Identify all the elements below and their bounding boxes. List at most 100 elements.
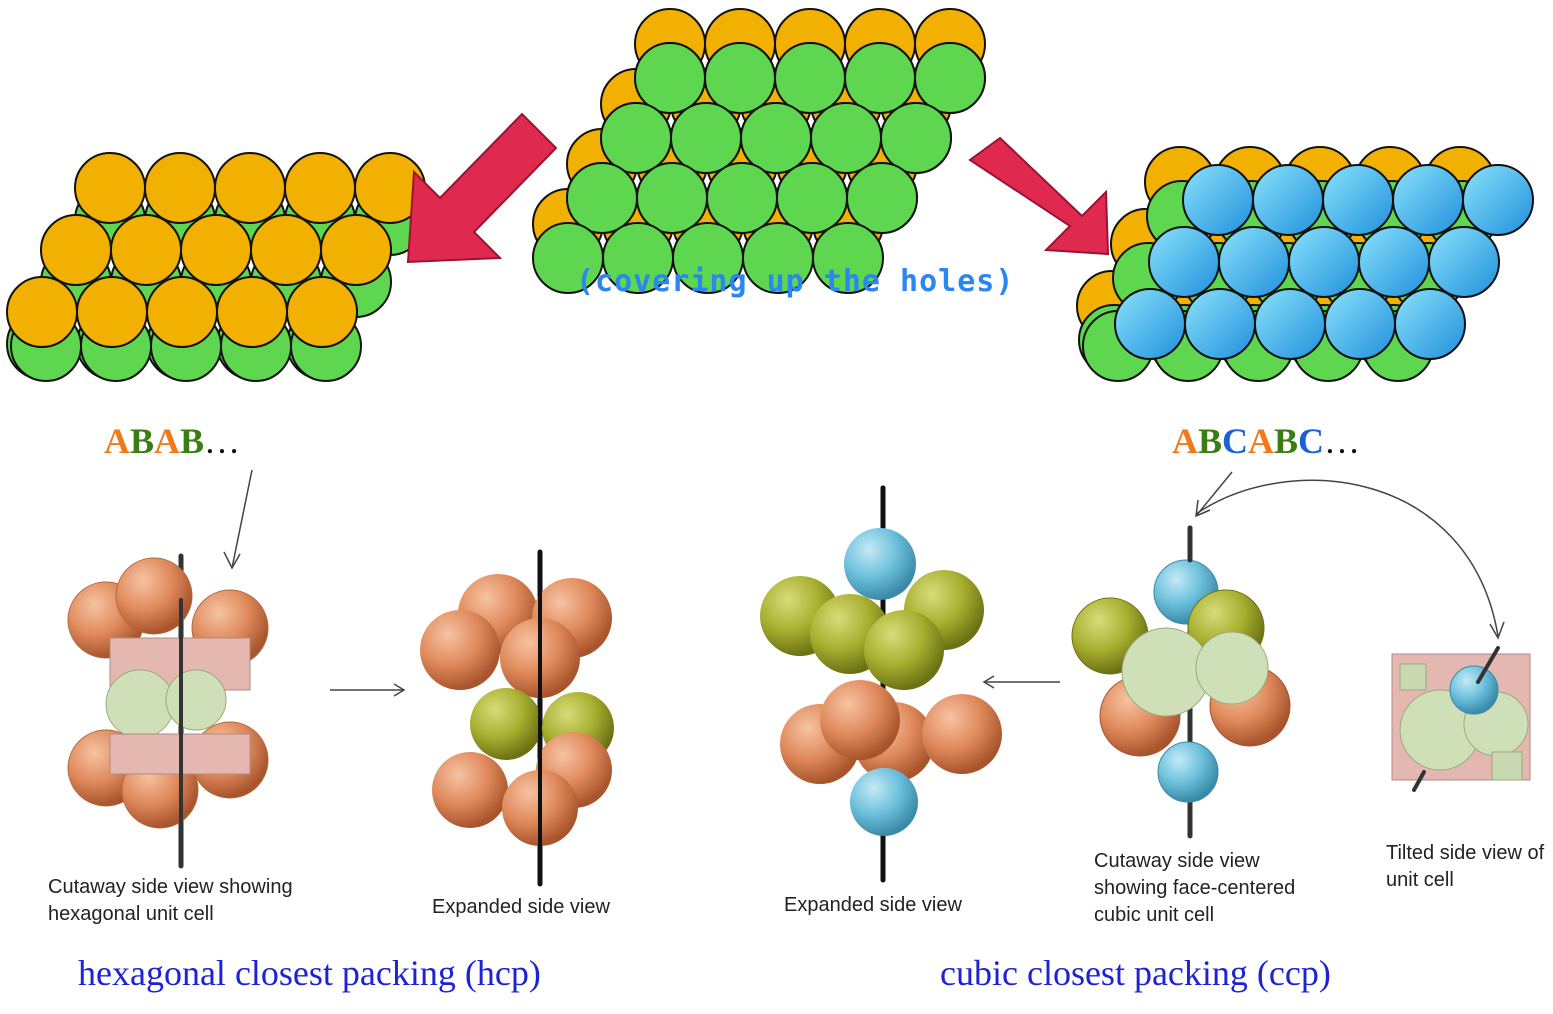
arrow-abcabc-to-cutaway <box>1195 471 1233 518</box>
hcp-copper-sphere <box>432 752 508 828</box>
sequence-letter: B <box>130 421 155 461</box>
layer-a-sphere <box>320 214 392 286</box>
hcp-expanded-model <box>420 549 614 887</box>
layer-a-sphere <box>286 276 358 348</box>
ccp-copper-sphere <box>922 694 1002 774</box>
layer-b-sphere <box>776 162 848 234</box>
ccp-tilted-model <box>1391 646 1531 792</box>
hcp-olive-sphere <box>165 669 227 731</box>
ccp-tilted-corner <box>1399 663 1427 691</box>
sequence-letter: C <box>1222 421 1249 461</box>
ccp-olive-sphere <box>864 610 944 690</box>
ccp-title: cubic closest packing (ccp) <box>940 953 1331 993</box>
hcp-cutaway-caption: Cutaway side view showing hexagonal unit… <box>48 876 293 925</box>
layer-a-sphere <box>216 276 288 348</box>
curved-arrow-to-tilted-view <box>1195 479 1505 640</box>
layer-c-sphere <box>1254 288 1326 360</box>
sequence-letter: B <box>180 421 205 461</box>
layer-b-sphere <box>704 42 776 114</box>
ccp-cutaway-model <box>1071 525 1291 839</box>
sequence-letter: B <box>1274 421 1299 461</box>
layer-c-sphere <box>1462 164 1534 236</box>
layer-a-sphere <box>180 214 252 286</box>
layer-c-sphere <box>1428 226 1500 298</box>
left-red-arrow <box>406 112 558 264</box>
layer-b-sphere <box>846 162 918 234</box>
layer-b-sphere <box>566 162 638 234</box>
covering-holes-note: (covering up the holes) <box>576 264 1015 299</box>
layer-a-sphere <box>6 276 78 348</box>
ccp-blue-sphere <box>1157 741 1219 803</box>
layer-b-sphere <box>880 102 952 174</box>
ccp-sequence-label: ABCABC… <box>1172 420 1360 462</box>
ccp-blue-sphere <box>850 768 918 836</box>
layer-c-sphere <box>1184 288 1256 360</box>
hcp-layer-stack <box>6 152 426 382</box>
hcp-olive-sphere <box>105 669 175 739</box>
axis-rod <box>1476 646 1500 684</box>
sequence-letter: A <box>1172 421 1198 461</box>
ccp-blue-sphere <box>844 528 916 600</box>
layer-a-sphere <box>110 214 182 286</box>
ccp-expanded-caption: Expanded side view <box>784 894 962 916</box>
ccp-layer-stack <box>1076 146 1534 382</box>
layer-b-sphere <box>600 102 672 174</box>
layer-c-sphere <box>1288 226 1360 298</box>
layer-a-sphere <box>250 214 322 286</box>
layer-b-sphere <box>844 42 916 114</box>
layer-b-sphere <box>810 102 882 174</box>
hcp-title: hexagonal closest packing (hcp) <box>78 953 541 993</box>
layer-b-sphere <box>914 42 986 114</box>
axis-rod <box>1412 770 1426 792</box>
hcp-copper-sphere <box>420 610 500 690</box>
hcp-copper-sphere <box>115 557 193 635</box>
ccp-cutaway-caption: Cutaway side view showing face-centered … <box>1094 850 1296 926</box>
arrow-cutaway-to-expanded <box>330 683 406 697</box>
layer-b-sphere <box>812 222 884 294</box>
layer-b-sphere <box>774 42 846 114</box>
layer-b-sphere <box>740 102 812 174</box>
arrow-ccp-cutaway-to-expanded <box>982 675 1060 689</box>
sequence-letter: C <box>1298 421 1325 461</box>
layer-a-sphere <box>144 152 216 224</box>
layer-a-sphere <box>214 152 286 224</box>
ccp-pale-sphere <box>1195 631 1269 705</box>
layer-a-sphere <box>146 276 218 348</box>
hcp-cutaway-model <box>67 553 269 869</box>
layer-a-sphere <box>40 214 112 286</box>
ccp-tilted-corner <box>1491 751 1523 781</box>
ccp-expanded-model <box>760 485 1002 883</box>
hcp-olive-sphere <box>470 688 542 760</box>
layer-c-sphere <box>1322 164 1394 236</box>
arrow-abab-to-cutaway <box>223 469 253 570</box>
sequence-ellipsis: … <box>204 421 241 461</box>
sequence-ellipsis: … <box>1324 421 1361 461</box>
layer-c-sphere <box>1394 288 1466 360</box>
layer-a-sphere <box>284 152 356 224</box>
layer-b-sphere <box>670 102 742 174</box>
layer-c-sphere <box>1358 226 1430 298</box>
hcp-sequence-label: ABAB… <box>104 420 240 462</box>
ccp-copper-sphere <box>820 680 900 760</box>
layer-c-sphere <box>1148 226 1220 298</box>
right-red-arrow <box>968 136 1110 256</box>
layer-a-sphere <box>74 152 146 224</box>
sequence-letter: B <box>1198 421 1223 461</box>
layer-b-sphere <box>706 162 778 234</box>
layer-b-sphere <box>636 162 708 234</box>
layer-c-sphere <box>1392 164 1464 236</box>
layer-c-sphere <box>1114 288 1186 360</box>
two-layer-stack <box>532 8 986 294</box>
ccp-tilted-caption: Tilted side view of unit cell <box>1386 842 1545 891</box>
layer-b-sphere <box>634 42 706 114</box>
sequence-letter: A <box>154 421 181 461</box>
layer-a-sphere <box>76 276 148 348</box>
layer-c-sphere <box>1218 226 1290 298</box>
layer-c-sphere <box>1324 288 1396 360</box>
layer-c-sphere <box>1182 164 1254 236</box>
hcp-expanded-caption: Expanded side view <box>432 896 610 918</box>
layer-c-sphere <box>1252 164 1324 236</box>
ccp-blue-sphere <box>1449 665 1499 715</box>
sequence-letter: A <box>104 421 130 461</box>
